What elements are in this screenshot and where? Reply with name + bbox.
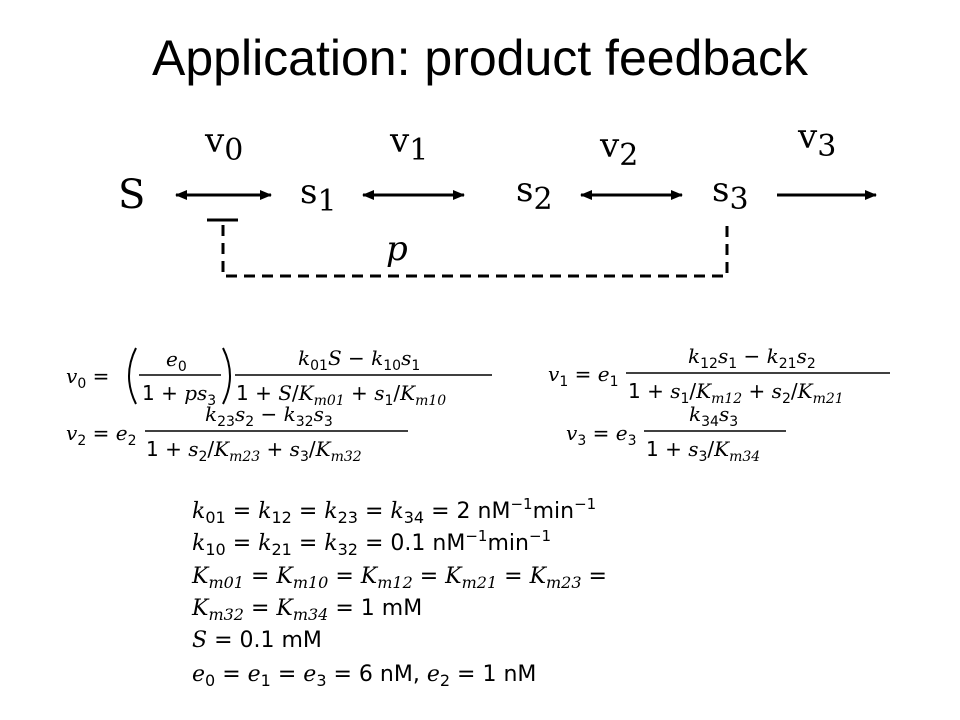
node-s1: s1 xyxy=(300,172,337,219)
feedback-label: p xyxy=(386,229,408,269)
reaction-label-v2: v2 xyxy=(599,126,638,173)
param-line-4: Km32 = Km34 = 1 mM xyxy=(191,596,422,624)
equation-v1: v1 = e1 k12s1 − k21s2 1 + s1/Km12 + s2/K… xyxy=(548,344,890,407)
parameter-list: k01 = k12 = k23 = k34 = 2 nM−1min−1 k10 … xyxy=(191,495,607,690)
svg-text:v2 = e2: v2 = e2 xyxy=(66,421,136,449)
equation-v2: v2 = e2 k23s2 − k32s3 1 + s2/Km23 + s3/K… xyxy=(66,402,408,465)
svg-text:k23s2 − k32s3: k23s2 − k32s3 xyxy=(205,402,333,430)
svg-text:v1 = e1: v1 = e1 xyxy=(548,362,618,390)
equation-v3: v3 = e3 k34s3 1 + s3/Km34 xyxy=(566,402,786,465)
svg-text:k34s3: k34s3 xyxy=(689,402,738,430)
svg-text:1 + s3/Km34: 1 + s3/Km34 xyxy=(646,437,760,465)
svg-text:v0 =: v0 = xyxy=(66,364,109,392)
svg-text:1 + s2/Km23 + s3/Km32: 1 + s2/Km23 + s3/Km32 xyxy=(146,437,362,465)
param-line-5: S = 0.1 mM xyxy=(192,628,322,653)
param-line-1: k01 = k12 = k23 = k34 = 2 nM−1min−1 xyxy=(192,495,596,527)
svg-text:k12s1 − k21s2: k12s1 − k21s2 xyxy=(688,344,816,372)
node-s3: s3 xyxy=(712,170,749,217)
svg-text:k01S − k10s1: k01S − k10s1 xyxy=(298,346,420,374)
equation-v0: v0 = e0 1 + ps3 k01S − k10s1 1 + S/Km01 … xyxy=(66,346,492,409)
reaction-label-v0: v0 xyxy=(204,121,243,168)
param-line-3: Km01 = Km10 = Km12 = Km21 = Km23 = xyxy=(191,564,607,592)
svg-text:1 + s1/Km12 + s2/Km21: 1 + s1/Km12 + s2/Km21 xyxy=(628,379,844,407)
reaction-label-v1: v1 xyxy=(389,121,428,168)
param-line-2: k10 = k21 = k32 = 0.1 nM−1min−1 xyxy=(192,527,551,559)
slide-title: Application: product feedback xyxy=(152,30,808,86)
svg-text:1 + S/Km01 + s1/Km10: 1 + S/Km01 + s1/Km10 xyxy=(236,381,446,409)
param-line-6: e0 = e1 = e3 = 6 nM, e2 = 1 nM xyxy=(192,662,536,690)
svg-text:e0: e0 xyxy=(166,347,187,375)
node-S: S xyxy=(118,172,145,218)
reaction-label-v3: v3 xyxy=(797,117,836,164)
svg-text:1 + ps3: 1 + ps3 xyxy=(142,381,216,409)
svg-text:v3 = e3: v3 = e3 xyxy=(566,421,636,449)
node-s2: s2 xyxy=(516,170,553,217)
feedback-inhibition-line xyxy=(221,224,729,278)
